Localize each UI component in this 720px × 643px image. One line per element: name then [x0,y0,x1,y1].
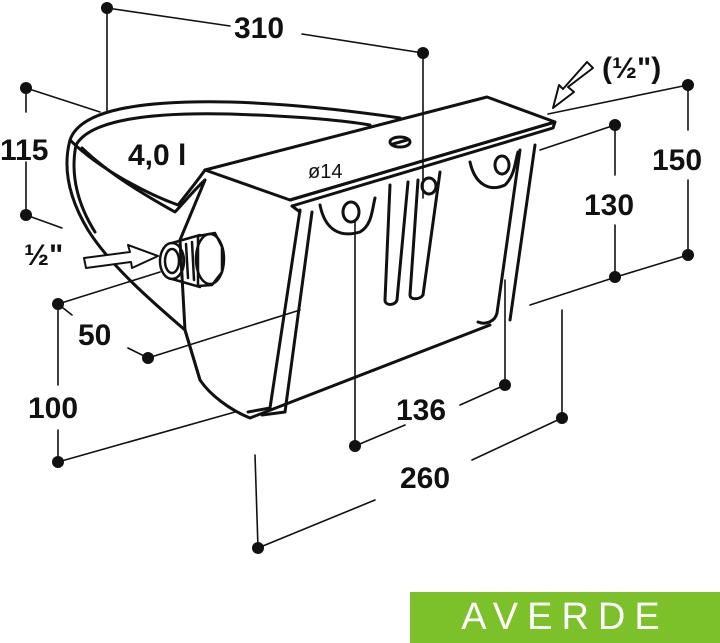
hole-diameter-label: ø14 [308,161,342,183]
inlet-fitting [158,231,226,289]
dim-dots [20,2,694,554]
inlet-arrow-icon [83,244,159,269]
inlet-size-label: ½" [24,239,63,272]
dim-100: 100 [28,392,78,425]
alt-inlet-arrow-icon [552,61,594,109]
dim-150: 150 [652,144,702,177]
dim-310: 310 [234,12,284,45]
mount-bracket [203,95,557,325]
volume-label: 4,0 l [128,139,186,172]
dim-136: 136 [396,394,446,427]
brand-logo: AVERDE [410,592,720,643]
dim-130: 130 [584,189,634,222]
bowl-body [65,100,492,420]
dim-lines [25,7,689,549]
alt-inlet-label: (½") [602,52,661,85]
brand-name: AVERDE [461,596,669,638]
dim-50: 50 [78,319,111,352]
dim-260: 260 [400,462,450,495]
dim-115: 115 [0,134,48,167]
